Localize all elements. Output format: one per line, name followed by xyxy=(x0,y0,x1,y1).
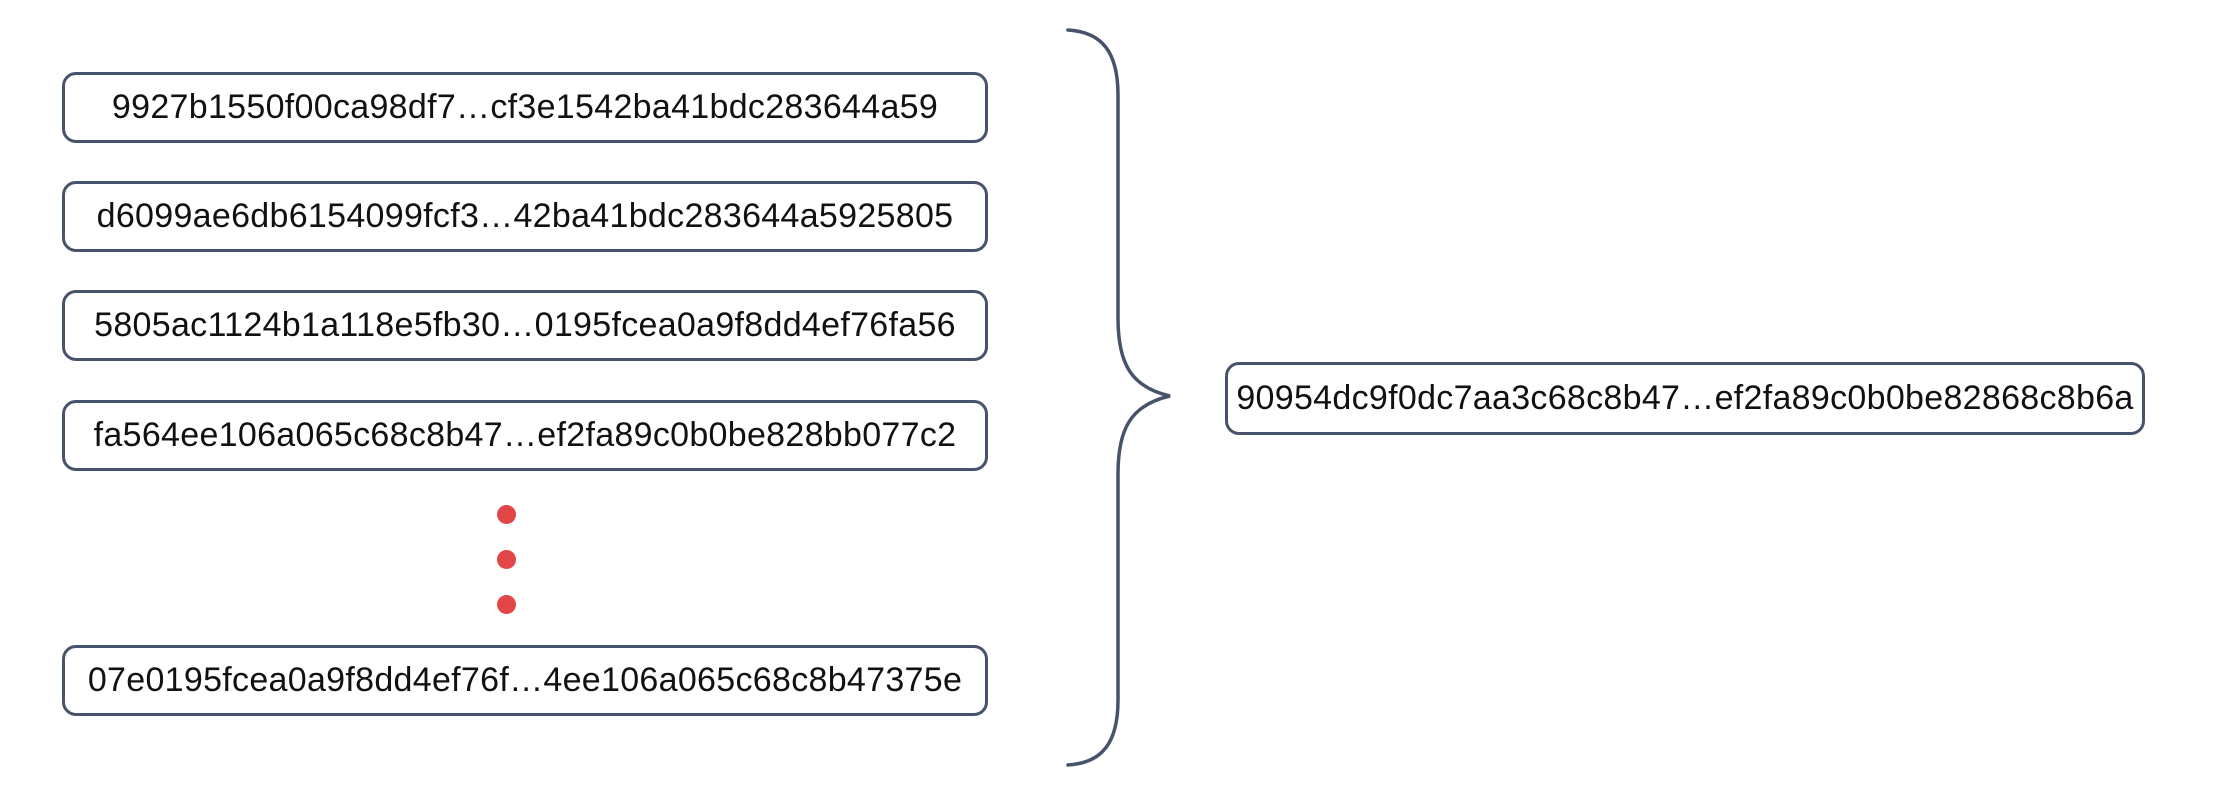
curly-brace xyxy=(1066,28,1171,767)
output-hash-box: 90954dc9f0dc7aa3c68c8b47…ef2fa89c0b0be82… xyxy=(1225,362,2145,435)
input-hash-box: 9927b1550f00ca98df7…cf3e1542ba41bdc28364… xyxy=(62,72,988,143)
ellipsis-dot xyxy=(497,505,516,524)
input-hash-box: 07e0195fcea0a9f8dd4ef76f…4ee106a065c68c8… xyxy=(62,645,988,716)
ellipsis-dot xyxy=(497,595,516,614)
ellipsis-dot xyxy=(497,550,516,569)
input-hash-box: fa564ee106a065c68c8b47…ef2fa89c0b0be828b… xyxy=(62,400,988,471)
input-hash-box: 5805ac1124b1a118e5fb30…0195fcea0a9f8dd4e… xyxy=(62,290,988,361)
input-hash-box: d6099ae6db6154099fcf3…42ba41bdc283644a59… xyxy=(62,181,988,252)
